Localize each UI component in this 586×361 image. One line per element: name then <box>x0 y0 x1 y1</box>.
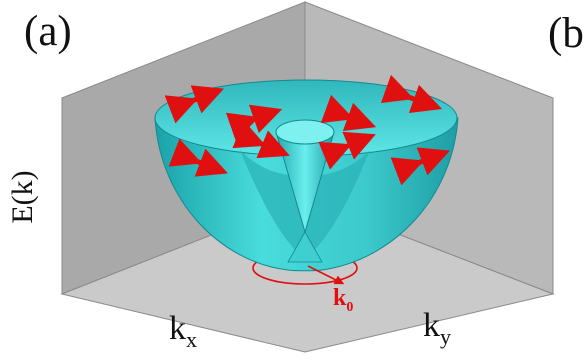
kx-axis-label: kx <box>169 312 197 351</box>
kx-axis-label-main: k <box>169 310 186 347</box>
spin-arrow <box>318 131 376 170</box>
panel-label-b: (b <box>548 10 584 57</box>
inner-cone-top <box>275 119 335 145</box>
spin-arrows <box>164 74 451 186</box>
spin-arrow <box>320 94 377 131</box>
spin-arrow <box>380 74 443 114</box>
k0-label-sub: 0 <box>346 300 354 315</box>
ky-axis-label-sub: y <box>440 324 451 349</box>
ky-axis-label: ky <box>423 309 451 348</box>
spin-arrow <box>390 147 451 186</box>
panel-label: (a) <box>24 8 72 55</box>
spin-arrow <box>168 138 229 177</box>
energy-axis-label: E(k) <box>6 170 39 224</box>
k0-arrow <box>307 265 345 285</box>
k0-label: k0 <box>333 286 353 315</box>
spin-arrow <box>232 120 290 159</box>
spin-arrow <box>164 85 225 124</box>
k0-label-main: k <box>333 285 347 311</box>
lower-cone <box>287 231 323 263</box>
ky-axis-label-main: k <box>423 307 440 344</box>
kx-axis-label-sub: x <box>186 327 197 352</box>
